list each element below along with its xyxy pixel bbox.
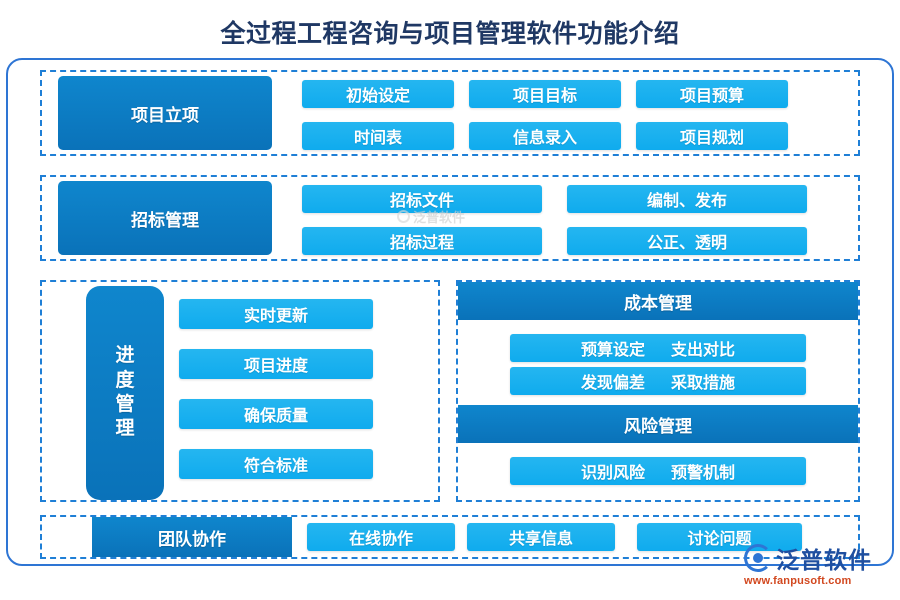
section-bidding: 招标管理 招标文件 编制、发布 招标过程 公正、透明 泛普软件 bbox=[40, 175, 860, 261]
bidding-item-1[interactable]: 编制、发布 bbox=[567, 185, 807, 213]
progress-item-2[interactable]: 确保质量 bbox=[179, 399, 373, 429]
logo-row: 泛普软件 bbox=[744, 542, 894, 574]
initiation-item-3[interactable]: 时间表 bbox=[302, 122, 454, 150]
cost-row-0-right: 支出对比 bbox=[671, 342, 736, 359]
collaboration-item-0[interactable]: 在线协作 bbox=[307, 523, 455, 551]
cost-row-0-left: 预算设定 bbox=[580, 342, 645, 359]
cost-row-1[interactable]: 发现偏差 采取措施 bbox=[510, 367, 806, 395]
progress-header-char-2: 管 bbox=[115, 394, 135, 415]
page-title: 全过程工程咨询与项目管理软件功能介绍 bbox=[220, 20, 680, 48]
risk-row-0-left: 识别风险 bbox=[580, 465, 645, 482]
progress-header[interactable]: 进 度 管 理 bbox=[86, 286, 164, 500]
progress-header-char-1: 度 bbox=[115, 369, 135, 391]
cost-row-1-right: 采取措施 bbox=[671, 375, 736, 392]
progress-item-3[interactable]: 符合标准 bbox=[179, 449, 373, 479]
initiation-item-0[interactable]: 初始设定 bbox=[302, 80, 454, 108]
risk-row-0[interactable]: 识别风险 预警机制 bbox=[510, 457, 806, 485]
initiation-item-2[interactable]: 项目预算 bbox=[636, 80, 788, 108]
initiation-header[interactable]: 项目立项 bbox=[58, 76, 272, 150]
bidding-item-0[interactable]: 招标文件 bbox=[302, 185, 542, 213]
collaboration-item-1[interactable]: 共享信息 bbox=[467, 523, 615, 551]
bidding-item-3[interactable]: 公正、透明 bbox=[567, 227, 807, 255]
initiation-item-1[interactable]: 项目目标 bbox=[469, 80, 621, 108]
bidding-header[interactable]: 招标管理 bbox=[58, 181, 272, 255]
swoosh-icon bbox=[744, 544, 772, 572]
brand-logo: 泛普软件 www.fanpusoft.com bbox=[744, 542, 894, 594]
collaboration-header[interactable]: 团队协作 bbox=[92, 517, 292, 557]
initiation-item-4[interactable]: 信息录入 bbox=[469, 122, 621, 150]
initiation-item-5[interactable]: 项目规划 bbox=[636, 122, 788, 150]
section-initiation: 项目立项 初始设定 项目目标 项目预算 时间表 信息录入 项目规划 bbox=[40, 70, 860, 156]
section-cost-risk: 成本管理 预算设定 支出对比 发现偏差 采取措施 风险管理 识别风险 预警机制 bbox=[456, 280, 860, 502]
collaboration-item-2[interactable]: 讨论问题 bbox=[637, 523, 802, 551]
risk-header[interactable]: 风险管理 bbox=[458, 405, 858, 443]
progress-item-1[interactable]: 项目进度 bbox=[179, 349, 373, 379]
section-progress: 进 度 管 理 实时更新 项目进度 确保质量 符合标准 bbox=[40, 280, 440, 502]
progress-item-0[interactable]: 实时更新 bbox=[179, 299, 373, 329]
logo-url: www.fanpusoft.com bbox=[744, 575, 852, 587]
risk-row-0-right: 预警机制 bbox=[671, 465, 736, 482]
progress-header-char-0: 进 bbox=[115, 345, 135, 367]
progress-header-char-3: 理 bbox=[115, 418, 135, 440]
logo-name: 泛普软件 bbox=[776, 547, 872, 573]
section-collaboration: 团队协作 在线协作 共享信息 讨论问题 bbox=[40, 515, 860, 559]
cost-row-1-left: 发现偏差 bbox=[580, 375, 645, 392]
cost-row-0[interactable]: 预算设定 支出对比 bbox=[510, 334, 806, 362]
bidding-item-2[interactable]: 招标过程 bbox=[302, 227, 542, 255]
cost-header[interactable]: 成本管理 bbox=[458, 282, 858, 320]
